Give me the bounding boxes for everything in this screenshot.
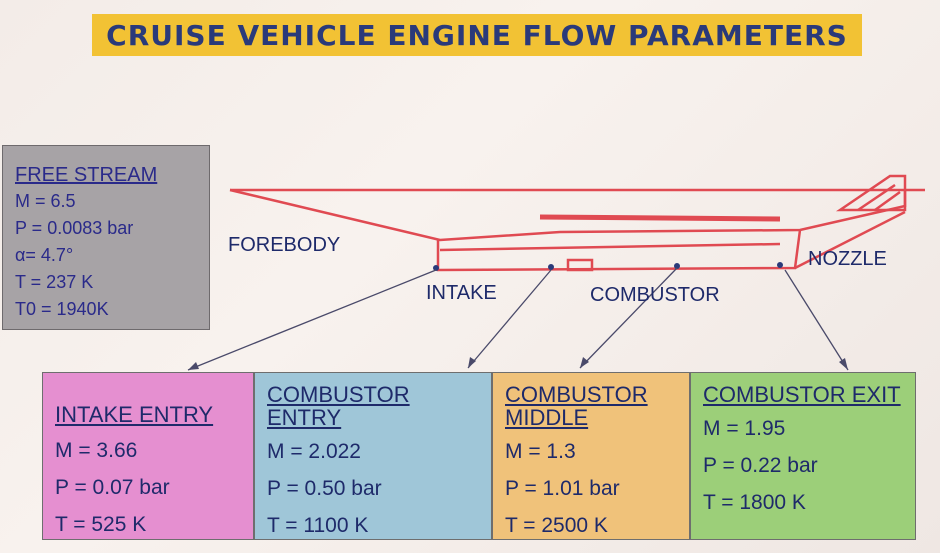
free-stream-mach: M = 6.5	[15, 191, 76, 211]
free-stream-total-temp: T0 = 1940K	[15, 299, 109, 319]
combustor-insert	[566, 258, 594, 272]
arrowhead-comb-exit	[839, 358, 848, 370]
combustor-entry-temp: T = 1100 K	[267, 514, 369, 537]
combustor-middle-temp: T = 2500 K	[505, 514, 608, 537]
combustor-middle-box: COMBUSTOR MIDDLE M = 1.3 P = 1.01 bar T …	[492, 372, 690, 540]
arrow-comb-exit	[784, 269, 849, 371]
combustor-middle-mach: M = 1.3	[505, 440, 576, 463]
engine-outline	[436, 229, 802, 272]
combustor-middle-title: COMBUSTOR MIDDLE	[505, 382, 648, 430]
arrow-comb-entry	[467, 269, 552, 369]
title-banner: CRUISE VEHICLE ENGINE FLOW PARAMETERS	[92, 14, 862, 56]
combustor-entry-mach: M = 2.022	[267, 440, 361, 463]
intake-entry-pressure: P = 0.07 bar	[55, 476, 170, 499]
station-dot-comb-middle	[674, 263, 680, 269]
station-dot-comb-exit	[777, 262, 783, 268]
fuel-strut	[539, 214, 781, 222]
page-title: CRUISE VEHICLE ENGINE FLOW PARAMETERS	[106, 18, 848, 52]
free-stream-temp: T = 237 K	[15, 272, 94, 292]
free-stream-header: FREE STREAM	[15, 164, 158, 186]
free-stream-pressure: P = 0.0083 bar	[15, 218, 134, 238]
forebody-label: FOREBODY	[228, 234, 341, 256]
station-dot-intake	[433, 265, 439, 271]
combustor-label: COMBUSTOR	[590, 284, 720, 306]
combustor-exit-pressure: P = 0.22 bar	[703, 454, 818, 477]
combustor-exit-box: COMBUSTOR EXIT M = 1.95 P = 0.22 bar T =…	[690, 372, 916, 540]
tail-fin-rib	[857, 183, 896, 212]
free-stream-box: FREE STREAM M = 6.5 P = 0.0083 bar α= 4.…	[2, 145, 210, 330]
arrowhead-intake	[188, 362, 199, 370]
combustor-exit-mach: M = 1.95	[703, 417, 786, 440]
combustor-middle-pressure: P = 1.01 bar	[505, 477, 620, 500]
intake-entry-temp: T = 525 K	[55, 513, 147, 536]
arrow-comb-middle	[579, 267, 678, 369]
combustor-entry-title: COMBUSTOR ENTRY	[267, 382, 410, 430]
arrowhead-comb-entry	[468, 357, 476, 368]
station-dot-comb-entry	[548, 264, 554, 270]
internal-line	[439, 242, 781, 252]
arrow-intake	[187, 269, 437, 371]
arrowhead-comb-middle	[580, 357, 589, 368]
combustor-exit-title: COMBUSTOR EXIT	[703, 382, 901, 407]
combustor-entry-pressure: P = 0.50 bar	[267, 477, 382, 500]
nozzle-label: NOZZLE	[808, 248, 887, 270]
intake-entry-mach: M = 3.66	[55, 439, 138, 462]
intake-label: INTAKE	[426, 282, 497, 304]
combustor-entry-box: COMBUSTOR ENTRY M = 2.022 P = 0.50 bar T…	[254, 372, 492, 540]
free-stream-alpha: α= 4.7°	[15, 245, 74, 265]
combustor-exit-temp: T = 1800 K	[703, 491, 806, 514]
tail-fin	[835, 174, 907, 212]
nozzle-outline	[794, 210, 906, 270]
tail-fin-rib-2	[874, 190, 901, 212]
intake-entry-title: INTAKE ENTRY	[55, 402, 214, 427]
intake-entry-box: INTAKE ENTRY M = 3.66 P = 0.07 bar T = 5…	[42, 372, 254, 540]
